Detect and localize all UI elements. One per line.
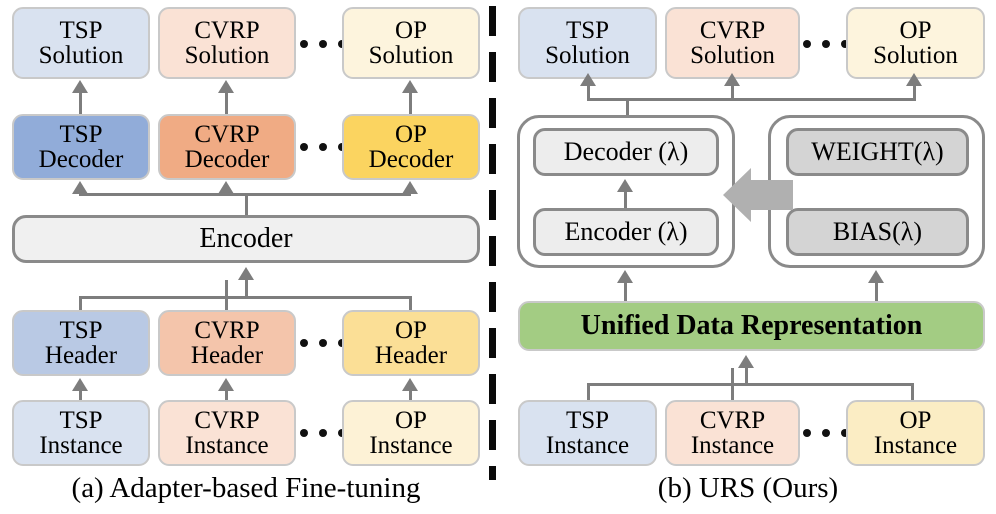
- arrowhead-b-sol-cvrp: [724, 73, 740, 86]
- node-op-instance: OP Instance: [342, 400, 480, 466]
- arrowhead-headers-encoder: [238, 267, 254, 280]
- connector-enc-dec-lambda: [624, 191, 627, 212]
- connector-b-sol-tsp: [587, 85, 590, 99]
- node-tsp-solution: TSP Solution: [12, 7, 150, 79]
- connector-inst-header-cvrp: [225, 390, 228, 402]
- arrowhead-encoder-tsp: [72, 181, 88, 194]
- ellipsis-instance-a: [300, 429, 346, 437]
- connector-b-inst-bus: [587, 383, 914, 386]
- node-tsp-header: TSP Header: [12, 310, 150, 376]
- ellipsis-header-a: [300, 339, 346, 347]
- node-op-header: OP Header: [342, 310, 480, 376]
- connector-encoder-op: [409, 193, 412, 194]
- connector-op-dec-sol: [409, 92, 412, 114]
- node-op-solution: OP Solution: [342, 7, 480, 79]
- node-cvrp-solution: CVRP Solution: [158, 7, 296, 79]
- node-tsp-instance: TSP Instance: [12, 400, 150, 466]
- block-arrow-params-to-model: [723, 168, 793, 222]
- node-b-tsp-instance: TSP Instance: [518, 400, 657, 466]
- ellipsis-decoder-a: [300, 143, 346, 151]
- connector-b-sol-bus: [587, 98, 916, 101]
- arrowhead-urd-params: [868, 270, 884, 283]
- connector-b-sol-op: [913, 85, 916, 99]
- connector-b-sol-cvrp: [731, 85, 734, 99]
- node-bias-lambda: BIAS(λ): [786, 208, 969, 256]
- connector-b-inst-cvrp: [731, 368, 734, 403]
- caption-panel-a: (a) Adapter-based Fine-tuning: [71, 472, 421, 504]
- node-encoder: Encoder: [12, 215, 480, 263]
- node-decoder-lambda: Decoder (λ): [533, 128, 719, 176]
- ellipsis-solution-b: [803, 40, 849, 48]
- node-b-op-solution: OP Solution: [846, 7, 985, 79]
- arrowhead-cvrp-dec-sol: [218, 80, 234, 93]
- node-b-tsp-solution: TSP Solution: [518, 7, 657, 79]
- arrowhead-op-dec-sol: [402, 80, 418, 93]
- arrowhead-b-inst-urd: [738, 355, 754, 368]
- node-b-op-instance: OP Instance: [846, 400, 985, 466]
- arrowhead-encoder-op: [402, 181, 418, 194]
- node-tsp-decoder: TSP Decoder: [12, 114, 150, 180]
- connector-urd-params: [875, 283, 878, 301]
- panel-divider: [489, 6, 496, 480]
- ellipsis-solution-a: [300, 40, 346, 48]
- node-unified-data-representation: Unified Data Representation: [518, 301, 985, 351]
- connector-header-tsp: [79, 296, 82, 318]
- connector-b-inst-op: [911, 383, 914, 403]
- connector-header-cvrp: [225, 280, 228, 318]
- arrowhead-tsp-dec-sol: [72, 80, 88, 93]
- connector-urd-model: [624, 283, 627, 301]
- ellipsis-instance-b: [803, 429, 849, 437]
- caption-panel-b: (b) URS (Ours): [657, 472, 839, 504]
- node-encoder-lambda: Encoder (λ): [533, 208, 719, 256]
- connector-tsp-dec-sol: [79, 92, 82, 114]
- node-cvrp-instance: CVRP Instance: [158, 400, 296, 466]
- arrowhead-inst-header-tsp: [72, 378, 88, 391]
- node-cvrp-decoder: CVRP Decoder: [158, 114, 296, 180]
- connector-headers-stem: [245, 280, 248, 299]
- connector-encoder-stem: [245, 193, 248, 215]
- connector-b-inst-tsp: [587, 383, 590, 403]
- connector-b-sol-stem: [626, 98, 629, 117]
- arrowhead-encoder-cvrp: [218, 181, 234, 194]
- arrowhead-urd-model: [617, 270, 633, 283]
- arrowhead-b-sol-tsp: [580, 73, 596, 86]
- node-cvrp-header: CVRP Header: [158, 310, 296, 376]
- node-weight-lambda: WEIGHT(λ): [786, 128, 969, 176]
- connector-header-op: [409, 296, 412, 318]
- connector-inst-header-tsp: [79, 390, 82, 402]
- connector-b-inst-stem: [745, 368, 748, 386]
- arrowhead-inst-header-cvrp: [218, 378, 234, 391]
- connector-cvrp-dec-sol: [225, 92, 228, 114]
- arrowhead-inst-header-op: [402, 378, 418, 391]
- connector-encoder-cvrp: [225, 193, 228, 194]
- node-b-cvrp-instance: CVRP Instance: [665, 400, 800, 466]
- arrowhead-enc-dec-lambda: [617, 179, 633, 192]
- node-b-cvrp-solution: CVRP Solution: [665, 7, 800, 79]
- node-op-decoder: OP Decoder: [342, 114, 480, 180]
- connector-headers-bus: [79, 296, 411, 299]
- arrowhead-b-sol-op: [906, 73, 922, 86]
- connector-inst-header-op: [409, 390, 412, 402]
